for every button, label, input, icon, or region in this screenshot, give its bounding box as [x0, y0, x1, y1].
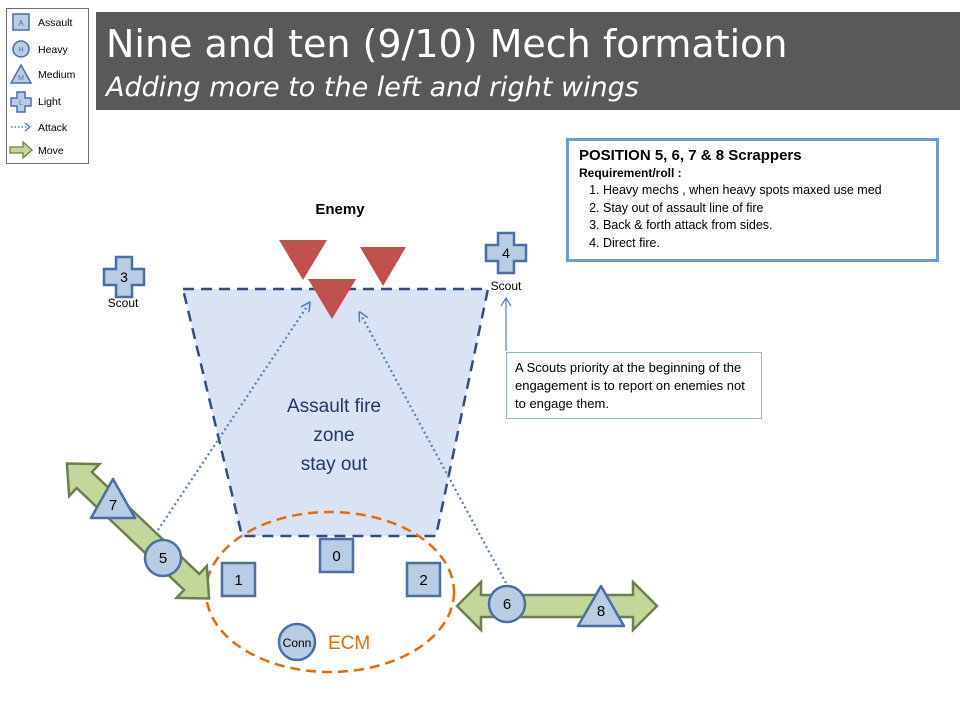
- unit-4-number: 4: [502, 245, 510, 261]
- title-bar: Nine and ten (9/10) Mech formation Addin…: [96, 12, 960, 110]
- unit-1-number: 1: [234, 572, 242, 589]
- requirements-list: Heavy mechs , when heavy spots maxed use…: [579, 182, 936, 252]
- assault-unit-2: 2: [405, 561, 442, 598]
- unit-3-number: 3: [120, 269, 128, 285]
- assault-fire-zone: [181, 287, 490, 538]
- assault-legend-icon: [12, 13, 30, 31]
- requirements-box: POSITION 5, 6, 7 & 8 Scrappers Requireme…: [566, 138, 939, 262]
- medium-unit-7: 7: [89, 477, 137, 520]
- zone-label-line2: zone: [313, 425, 354, 446]
- light-legend-symbol: L: [19, 100, 23, 107]
- light-legend-label: Light: [38, 96, 61, 108]
- medium-legend-icon: [9, 63, 33, 84]
- assault-unit-0: 0: [318, 537, 355, 574]
- enemy-triangle-center: [308, 279, 356, 319]
- unit-0-number: 0: [332, 548, 340, 565]
- ecm-label: ECM: [328, 633, 370, 654]
- requirements-heading: POSITION 5, 6, 7 & 8 Scrappers: [579, 147, 802, 164]
- heavy-unit-conn: Conn: [277, 622, 317, 662]
- assault-legend-symbol: A: [18, 19, 24, 28]
- scout-priority-note: A Scouts priority at the beginning of th…: [506, 352, 762, 419]
- light-unit-3: 3: [102, 255, 146, 299]
- unit-5-number: 5: [159, 550, 167, 567]
- heavy-legend-symbol: H: [18, 47, 23, 54]
- requirement-item: Stay out of assault line of fire: [603, 200, 936, 218]
- zone-label-line3: stay out: [301, 454, 368, 475]
- scout-3-label: Scout: [108, 296, 139, 310]
- heavy-unit-5: 5: [143, 538, 183, 578]
- attack-line-5: [157, 305, 308, 531]
- requirement-item: Heavy mechs , when heavy spots maxed use…: [603, 182, 936, 200]
- unit-6-number: 6: [503, 596, 511, 613]
- legend-graphic: A Assault H Heavy M Medium L Light Attac…: [9, 13, 76, 160]
- page-subtitle: Adding more to the left and right wings: [106, 72, 639, 103]
- heavy-unit-6: 6: [487, 584, 527, 624]
- attack-legend-label: Attack: [38, 122, 68, 134]
- assault-legend-label: Assault: [38, 17, 73, 29]
- requirement-item: Back & forth attack from sides.: [603, 217, 936, 235]
- unit-2-number: 2: [419, 572, 427, 589]
- enemy-triangle-left: [279, 240, 327, 280]
- unit-8-number: 8: [597, 603, 605, 620]
- light-unit-4: 4: [484, 231, 528, 275]
- move-legend-label: Move: [38, 145, 64, 157]
- move-legend-icon: [9, 140, 33, 160]
- move-arrow-left: [65, 462, 211, 600]
- legend: A Assault H Heavy M Medium L Light Attac…: [6, 8, 89, 164]
- zone-label-line1: Assault fire: [287, 396, 381, 417]
- move-arrow-right: [455, 578, 659, 634]
- scout-4-label: Scout: [491, 279, 522, 293]
- medium-legend-label: Medium: [38, 69, 76, 81]
- unit-7-number: 7: [109, 497, 117, 514]
- requirements-subheading: Requirement/roll :: [579, 166, 682, 180]
- attack-line-6: [361, 315, 507, 584]
- enemy-triangle-right: [360, 247, 406, 286]
- medium-legend-symbol: M: [18, 75, 24, 82]
- enemy-label: Enemy: [315, 201, 365, 218]
- light-legend-icon: [10, 91, 32, 113]
- medium-unit-8: 8: [576, 584, 626, 628]
- heavy-legend-label: Heavy: [38, 44, 69, 56]
- conn-label: Conn: [283, 636, 312, 650]
- requirement-item: Direct fire.: [603, 235, 936, 253]
- scout-note-pointer-head: [500, 296, 512, 307]
- heavy-legend-icon: [12, 40, 30, 58]
- assault-unit-1: 1: [220, 561, 257, 598]
- attack-legend-arrowhead: [24, 122, 32, 132]
- page-title: Nine and ten (9/10) Mech formation: [106, 22, 788, 66]
